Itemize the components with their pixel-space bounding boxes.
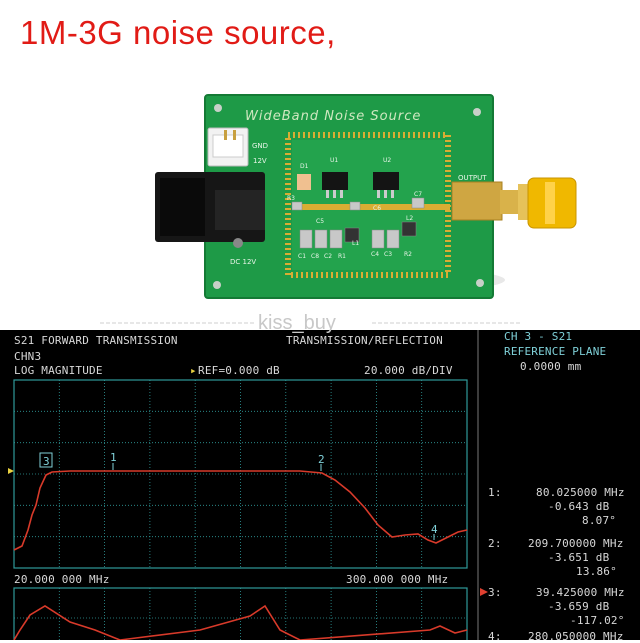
lower-grid (13, 587, 468, 640)
svg-text:U2: U2 (383, 157, 391, 164)
ref-arrow-icon: ▸ (190, 364, 197, 377)
channel-label: CHN3 (14, 350, 42, 363)
sma-connector (451, 181, 503, 221)
svg-text:C8: C8 (311, 253, 319, 260)
page-title: 1M-3G noise source, (20, 14, 336, 51)
trace-marker-4: 4 (431, 523, 438, 536)
network-analyzer-screen: 3 1 2 4 S21 FORWARD TRANSMISSION TRANSMI… (0, 330, 640, 643)
start-frequency: 20.000 000 MHz (14, 573, 110, 586)
stop-frequency: 300.000 000 MHz (346, 573, 449, 586)
panel-ref-plane-value: 0.0000 mm (520, 360, 582, 373)
trace-marker-2: 2 (318, 453, 325, 466)
svg-text:GND: GND (252, 142, 268, 150)
active-marker-indicator (480, 588, 488, 596)
reference-level-marker (8, 468, 14, 474)
measurement-title: S21 FORWARD TRANSMISSION (14, 334, 178, 347)
svg-text:R3: R3 (287, 195, 295, 202)
svg-text:L2: L2 (406, 215, 413, 222)
mode-label: TRANSMISSION/REFLECTION (286, 334, 443, 347)
svg-text:C5: C5 (316, 218, 324, 225)
svg-text:U1: U1 (330, 157, 338, 164)
scale-value: 20.000 dB/DIV (364, 364, 453, 377)
svg-text:12V: 12V (253, 157, 267, 165)
svg-text:C3: C3 (384, 251, 392, 258)
noise-source-board-photo: WideBand Noise Source GND 12V DC 12V OUT… (0, 80, 640, 332)
panel-channel: CH 3 - S21 (504, 330, 573, 343)
svg-text:C2: C2 (324, 253, 332, 260)
svg-text:D1: D1 (300, 163, 309, 170)
svg-text:C4: C4 (371, 251, 379, 258)
trace-marker-3: 3 (43, 455, 50, 468)
panel-ref-plane-label: REFERENCE PLANE (504, 345, 607, 358)
trace-marker-1: 1 (110, 451, 117, 464)
svg-text:DC 12V: DC 12V (230, 258, 256, 266)
silkscreen-title: WideBand Noise Source (245, 109, 421, 124)
svg-text:C6: C6 (373, 205, 381, 212)
svg-text:R1: R1 (338, 253, 346, 260)
svg-text:R2: R2 (404, 251, 412, 258)
svg-text:C1: C1 (298, 253, 306, 260)
svg-text:L1: L1 (352, 240, 359, 247)
u2-chip (373, 172, 399, 190)
svg-text:C7: C7 (414, 191, 422, 198)
reference-value: REF=0.000 dB (198, 364, 280, 377)
format-label: LOG MAGNITUDE (14, 364, 103, 377)
lower-trace (13, 604, 468, 640)
s21-trace (13, 470, 468, 551)
watermark-text: kiss_buy (258, 312, 336, 334)
watermark: kiss_buy (0, 312, 640, 336)
upper-grid (13, 379, 468, 569)
svg-text:OUTPUT: OUTPUT (458, 174, 487, 182)
u1-chip (322, 172, 348, 190)
